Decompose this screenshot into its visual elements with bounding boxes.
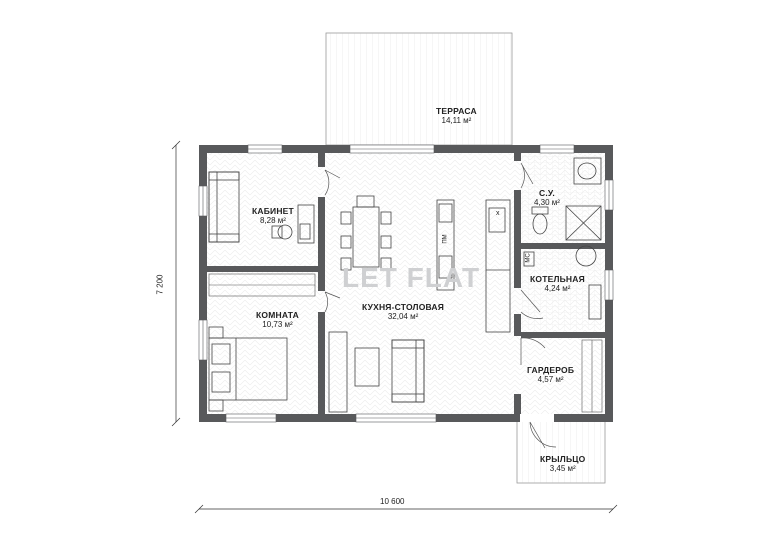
room-name: КОМНАТА [256, 310, 299, 320]
room-area: 4,24 м² [544, 284, 571, 293]
fixture-label-x: х [496, 210, 500, 217]
room-label-bathroom: С.У. 4,30 м² [534, 188, 560, 208]
bedroom-bed [208, 326, 288, 412]
room-area: 3,45 м² [549, 464, 576, 473]
dimension-height: 7 200 [155, 274, 165, 295]
room-name: КУХНЯ-СТОЛОВАЯ [362, 302, 445, 312]
room-area: 32,04 м² [387, 312, 419, 321]
watermark: LET FLAT [342, 262, 481, 293]
room-name: КОТЕЛЬНАЯ [530, 274, 585, 284]
dimension-lines [171, 140, 618, 514]
office-sofa [208, 171, 240, 243]
room-area: 8,28 м² [259, 216, 286, 225]
boiler-fixtures [523, 245, 602, 320]
bathroom-fixtures [531, 157, 602, 241]
room-name: ГАРДЕРОБ [527, 365, 575, 375]
office-desk [271, 204, 315, 244]
wardrobe-shelving [581, 339, 603, 413]
room-label-wardrobe: ГАРДЕРОБ 4,57 м² [527, 365, 574, 385]
bedroom-wardrobe [208, 273, 316, 297]
room-area: 10,73 м² [262, 320, 293, 329]
room-label-boiler: КОТЕЛЬНАЯ 4,24 м² [530, 274, 585, 294]
terrace-floor [325, 32, 513, 146]
room-name: КРЫЛЬЦО [540, 454, 586, 464]
room-area: 14,11 м² [441, 116, 472, 125]
room-area: 4,30 м² [534, 198, 560, 207]
fixture-label-pm: ПМ [442, 234, 449, 244]
room-label-office: КАБИНЕТ 8,28 м² [252, 206, 294, 226]
room-label-bedroom: КОМНАТА 10,73 м² [256, 310, 299, 330]
entrance-opening [520, 414, 554, 422]
dining-table [340, 195, 392, 271]
living-furniture [328, 331, 425, 413]
porch-floor [516, 417, 606, 484]
room-name: С.У. [539, 188, 555, 198]
interior-walls [207, 153, 605, 414]
bathroom-floor [522, 155, 602, 240]
doors [324, 162, 557, 449]
room-name: ТЕРРАСА [436, 106, 477, 116]
fixture-label-ms: МС [525, 253, 532, 263]
room-label-terrace: ТЕРРАСА 14,11 м² [436, 106, 477, 126]
room-label-porch: КРЫЛЬЦО 3,45 м² [540, 454, 585, 474]
dimension-width: 10 600 [380, 497, 405, 506]
room-name: КАБИНЕТ [252, 206, 294, 216]
window-center-lines [202, 148, 610, 419]
room-label-kitchen: КУХНЯ-СТОЛОВАЯ 32,04 м² [362, 302, 444, 322]
room-area: 4,57 м² [537, 375, 564, 384]
kitchen-counters [436, 199, 511, 333]
